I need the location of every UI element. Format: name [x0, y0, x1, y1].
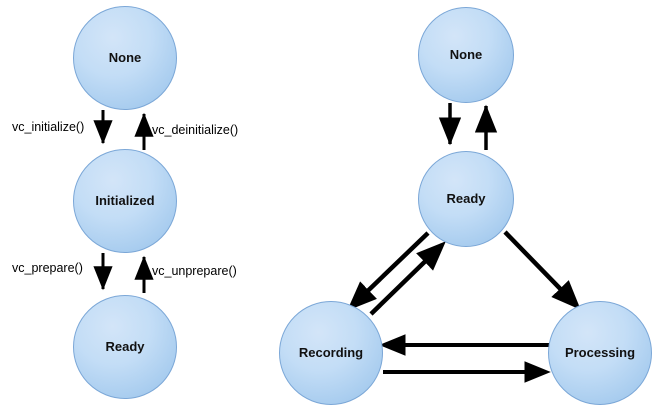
left-graph-edges [93, 110, 154, 293]
edge-label-vc-unprepare: vc_unprepare() [152, 264, 237, 278]
edge-ready-to-processing [503, 230, 581, 310]
edge-label-text: vc_initialize() [12, 120, 85, 134]
node-label: Recording [298, 344, 364, 360]
node-left-none[interactable]: None [73, 6, 177, 110]
node-label: Ready [446, 190, 486, 206]
edge-label-text: vc_deinitialize() [152, 123, 239, 137]
node-right-ready[interactable]: Ready [418, 151, 514, 247]
edge-label-vc-deinitialize: vc_deinitialize() [152, 123, 238, 137]
node-label: None [449, 46, 483, 62]
edge-label-text: vc_prepare() [12, 261, 83, 275]
edge-label-vc-initialize: vc_initialize() [12, 120, 84, 134]
node-right-none[interactable]: None [418, 7, 514, 103]
node-label: None [108, 49, 142, 65]
edge-ready-to-recording [347, 231, 430, 311]
edge-label-text: vc_unprepare() [152, 264, 237, 278]
node-label: Ready [105, 338, 145, 354]
edge-recording-to-ready [369, 241, 446, 316]
node-right-recording[interactable]: Recording [279, 301, 383, 405]
node-label: Processing [564, 344, 636, 360]
node-label: Initialized [95, 192, 155, 208]
right-graph-edges [347, 103, 581, 383]
node-right-processing[interactable]: Processing [548, 301, 652, 405]
node-left-initialized[interactable]: Initialized [73, 149, 177, 253]
edge-label-vc-prepare: vc_prepare() [12, 261, 83, 275]
node-left-ready[interactable]: Ready [73, 295, 177, 399]
